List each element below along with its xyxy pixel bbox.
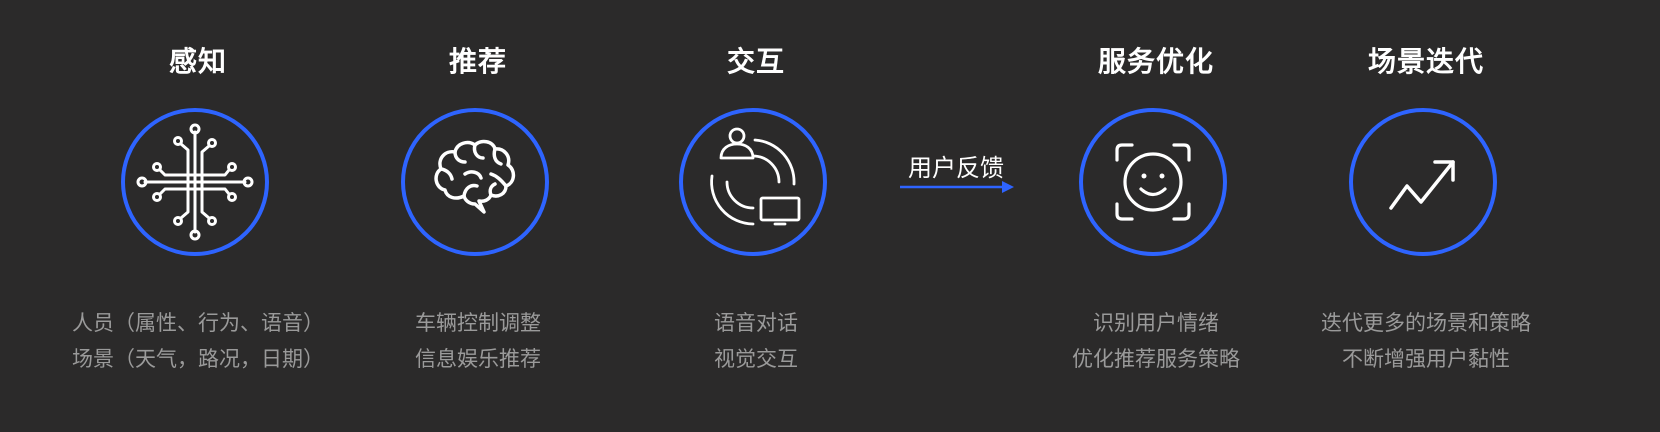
description-line: 视觉交互: [714, 347, 798, 371]
stage-description: 迭代更多的场景和策略 不断增强用户黏性: [1256, 305, 1596, 377]
stage-title: 推荐: [448, 45, 507, 78]
stage-icon-ring: [1079, 108, 1227, 256]
description-line: 优化推荐服务策略: [1072, 347, 1240, 371]
stage-title: 场景迭代: [1367, 45, 1484, 78]
stage-description: 车辆控制调整 信息娱乐推荐: [308, 305, 648, 377]
arrow-right-icon: [900, 181, 1014, 193]
description-line: 语音对话: [714, 311, 798, 335]
description-line: 信息娱乐推荐: [415, 347, 541, 371]
brain-icon: [434, 139, 516, 214]
description-line: 车辆控制调整: [415, 311, 541, 335]
user-screen-cycle-icon: [710, 127, 801, 226]
stage-title: 感知: [168, 45, 227, 78]
stage-description: 识别用户情绪 优化推荐服务策略: [986, 305, 1326, 377]
stage-title: 服务优化: [1097, 45, 1214, 78]
description-line: 人员（属性、行为、语音）: [72, 311, 324, 335]
stage-description: 语音对话 视觉交互: [586, 305, 926, 377]
feedback-label: 用户反馈: [908, 154, 1004, 182]
stage-icon-ring: [121, 108, 269, 256]
description-line: 迭代更多的场景和策略: [1321, 311, 1531, 335]
description-line: 场景（天气，路况，日期）: [72, 347, 324, 371]
description-line: 不断增强用户黏性: [1342, 347, 1510, 371]
description-line: 识别用户情绪: [1093, 311, 1219, 335]
trend-up-icon: [1389, 160, 1455, 210]
stage-icon-ring: [401, 108, 549, 256]
feedback-connector: 用户反馈: [896, 148, 1016, 208]
circuit-chip-icon: [136, 123, 254, 241]
stage-title: 交互: [726, 45, 785, 78]
stage-icon-ring: [1349, 108, 1497, 256]
stage-icon-ring: [679, 108, 827, 256]
face-scan-icon: [1115, 143, 1191, 221]
stage-description: 人员（属性、行为、语音） 场景（天气，路况，日期）: [28, 305, 368, 377]
